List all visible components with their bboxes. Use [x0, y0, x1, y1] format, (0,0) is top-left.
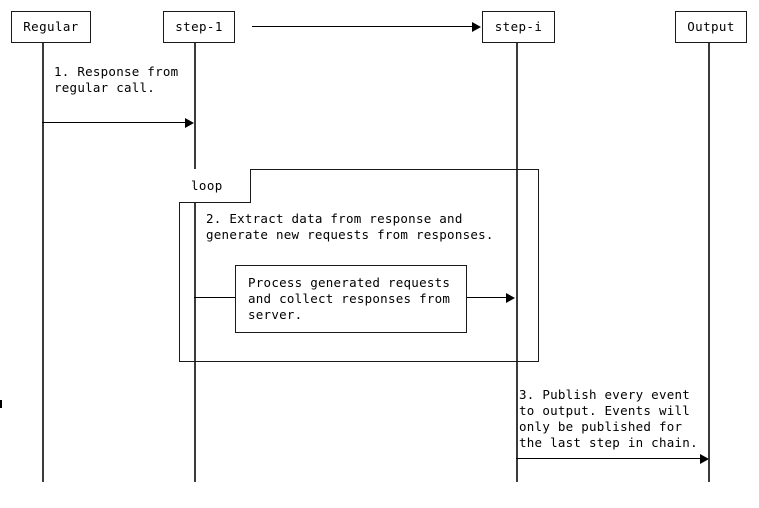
participant-box-step-1[interactable]: step-1 [163, 11, 235, 43]
left-edge-tick [0, 400, 2, 408]
message-1-line [42, 122, 186, 123]
message-2-text: 2. Extract data from response and genera… [206, 211, 494, 243]
message-2-line-1: 2. Extract data from response and [206, 211, 463, 226]
lifeline-step-i [516, 43, 518, 482]
process-note-line-2: and collect responses from [248, 291, 451, 306]
participant-label-step-1: step-1 [175, 18, 223, 34]
process-note-line-1: Process generated requests [248, 275, 451, 290]
participant-box-step-i[interactable]: step-i [482, 11, 555, 43]
loop-fragment-label-box[interactable]: loop [179, 169, 251, 203]
loop-fragment-label: loop [191, 178, 223, 193]
message-3-line-3: only be published for [519, 419, 683, 434]
message-3-line-2: to output. Events will [519, 403, 691, 418]
process-note-box[interactable]: Process generated requests and collect r… [235, 265, 467, 333]
process-note-line-3: server. [248, 307, 303, 322]
message-3-arrowhead-icon [700, 454, 709, 464]
participant-label-regular: Regular [23, 18, 79, 34]
participant-label-output: Output [687, 18, 735, 34]
message-3-text: 3. Publish every event to output. Events… [519, 387, 698, 451]
lifeline-regular [42, 43, 44, 482]
message-1-line-1: 1. Response from [54, 64, 179, 79]
participant-box-output[interactable]: Output [675, 11, 747, 43]
message-2-arrowhead-icon [506, 293, 515, 303]
message-2-line-right [467, 297, 508, 298]
lifeline-step-1 [194, 43, 196, 482]
message-3-line-1: 3. Publish every event [519, 387, 691, 402]
message-1-text: 1. Response from regular call. [54, 64, 178, 96]
participant-box-regular[interactable]: Regular [11, 11, 91, 43]
lifeline-output [708, 43, 710, 482]
message-1-arrowhead-icon [185, 118, 194, 128]
message-1-line-2: regular call. [54, 80, 156, 95]
message-2-line-left [194, 297, 236, 298]
message-2-line-2: generate new requests from responses. [206, 227, 494, 242]
loop-fragment-frame[interactable] [179, 169, 539, 362]
participant-label-step-i: step-i [494, 18, 543, 34]
message-3-line [516, 458, 701, 459]
header-link-arrowhead-icon [472, 22, 481, 32]
header-link-line [252, 26, 473, 27]
message-3-line-4: the last step in chain. [519, 435, 698, 450]
